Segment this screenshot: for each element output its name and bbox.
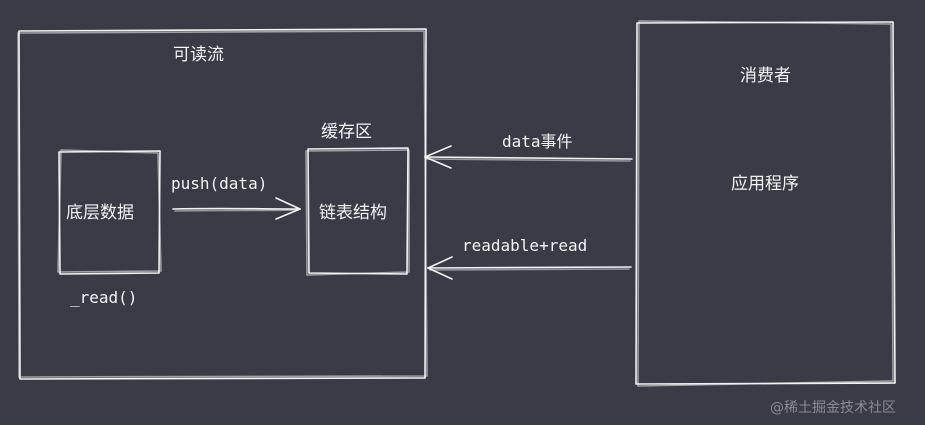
readable-stream-box [17, 28, 428, 380]
read-method-label: _read() [70, 288, 138, 307]
readable-read-arrow [427, 256, 632, 280]
data-event-label: data事件 [502, 132, 573, 151]
readable-stream-title: 可读流 [173, 45, 224, 65]
buffer-box [305, 147, 410, 276]
push-data-label: push(data) [171, 174, 268, 193]
data-event-arrow [424, 145, 633, 169]
consumer-box [635, 20, 896, 387]
underlying-data-box [57, 149, 162, 275]
readable-read-label: readable+read [462, 236, 588, 255]
buffer-structure-label: 链表结构 [319, 203, 387, 223]
application-label: 应用程序 [731, 174, 799, 194]
watermark: @稀土掘金技术社区 [770, 400, 896, 416]
buffer-title: 缓存区 [321, 122, 372, 142]
consumer-title: 消费者 [740, 66, 791, 86]
underlying-data-label: 底层数据 [66, 203, 134, 223]
push-arrow [172, 197, 301, 220]
